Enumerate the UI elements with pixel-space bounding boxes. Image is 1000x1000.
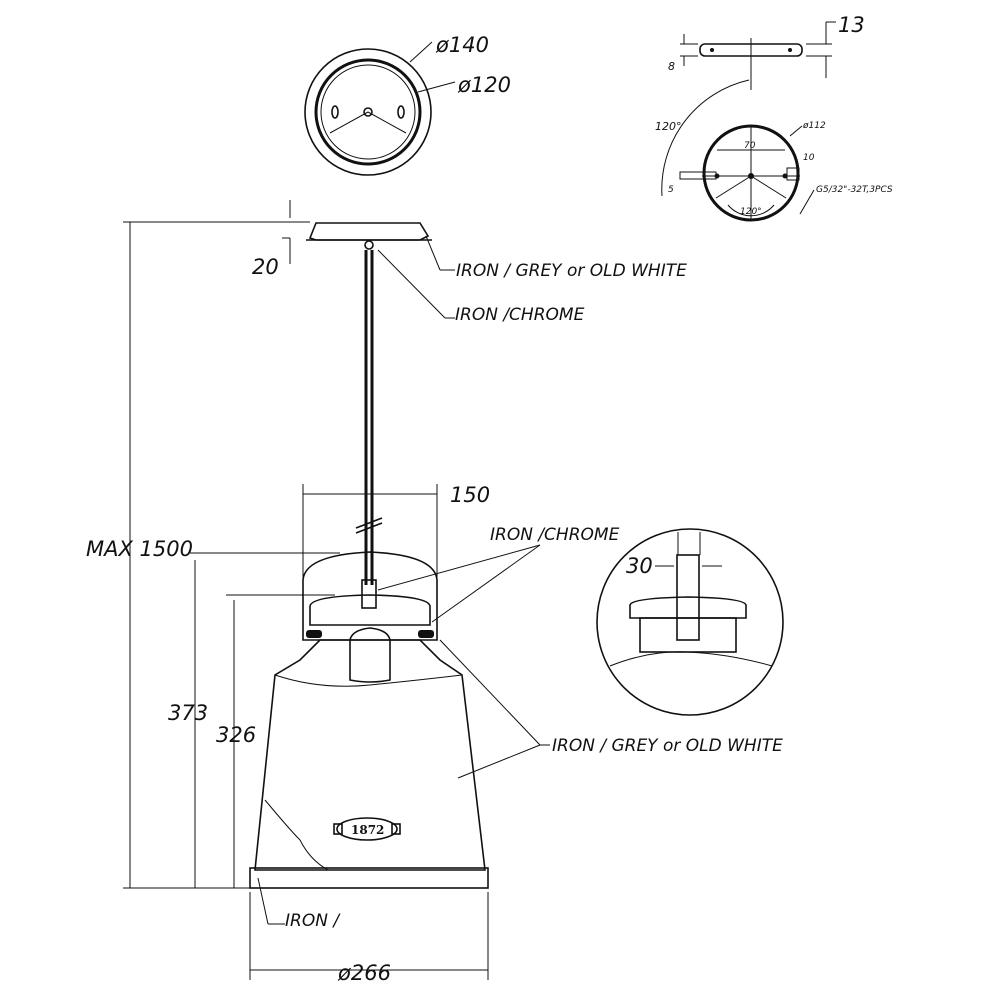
- mount-slot: [331, 105, 339, 119]
- thickness-13-label: 13: [838, 13, 865, 37]
- socket-width-label: 30: [626, 554, 653, 578]
- bracket-hole: [710, 48, 714, 52]
- break-mark: [355, 517, 383, 529]
- canopy-material-label: IRON / GREY or OLD WHITE: [456, 261, 687, 281]
- cap-clip: [306, 630, 322, 638]
- canopy-height-label: 20: [252, 255, 279, 279]
- badge-tab: [333, 823, 343, 835]
- angle-arc: [661, 79, 750, 197]
- screw-spec-label: G5/32"-32T,3PCS: [816, 185, 893, 195]
- leader-line: [377, 249, 446, 319]
- cap-lip: [309, 594, 431, 626]
- break-mark: [355, 522, 383, 534]
- bracket-hole: [788, 48, 792, 52]
- height-326-label: 326: [216, 723, 256, 747]
- collar-width-label: 150: [450, 483, 490, 507]
- height-373-label: 373: [168, 701, 208, 725]
- angle-arc-small: [727, 204, 775, 217]
- offset-5-label: 5: [668, 185, 674, 195]
- spoke: [750, 175, 787, 199]
- base-diameter-label: ø266: [337, 961, 391, 985]
- mount-detail: 13 8 120° 70 10 5 120° ø112 G5/32"-32T,3…: [655, 13, 893, 222]
- spoke: [715, 175, 752, 199]
- spoke: [329, 111, 369, 134]
- inner-diameter-label: ø120: [457, 73, 511, 97]
- detail-cap: [629, 596, 747, 619]
- angle-bottom-label: 120°: [740, 207, 762, 217]
- max-height-label: MAX 1500: [86, 537, 193, 561]
- leader-line: [457, 744, 541, 779]
- leader-line: [799, 189, 815, 215]
- badge-text: 1872: [351, 823, 384, 837]
- spacing-70-label: 70: [744, 141, 756, 151]
- center-hole: [748, 173, 754, 179]
- center-hole: [363, 107, 373, 117]
- detail-circle: [596, 528, 784, 716]
- leader-line: [439, 639, 541, 746]
- leader-line: [431, 544, 541, 623]
- cap-clip: [418, 630, 434, 638]
- leader-line: [257, 877, 269, 925]
- badge-tab: [391, 823, 401, 835]
- detail-view: 30: [596, 528, 784, 716]
- shade-edge: [274, 674, 463, 687]
- canopy: [308, 222, 430, 241]
- top-cap: [302, 551, 438, 641]
- mount-slot: [397, 105, 405, 119]
- base-material-label: IRON /: [285, 911, 341, 931]
- inner-ring-2: [320, 64, 416, 160]
- weathering-mark: [264, 799, 329, 871]
- elevation-view: 20 IRON / GREY or OLD WHITE IRON /CHROME…: [86, 200, 783, 985]
- slot-rect: [679, 171, 717, 180]
- leader-line: [377, 544, 541, 591]
- leader-line: [409, 41, 433, 63]
- screw-hole: [714, 173, 720, 179]
- spoke: [367, 111, 407, 134]
- cord-grip: [361, 579, 377, 609]
- outer-diameter-label: ø140: [435, 33, 489, 57]
- inner-ring: [314, 58, 422, 166]
- canopy-nipple: [364, 240, 374, 250]
- offset-10-label: 10: [803, 153, 815, 163]
- leader-line: [789, 125, 803, 137]
- angle-top-label: 120°: [655, 120, 682, 133]
- base-band: [249, 867, 489, 889]
- badge-plate: [336, 817, 398, 841]
- detail-shade: [609, 651, 773, 667]
- outer-ring: [304, 48, 432, 176]
- screw-hole: [782, 173, 788, 179]
- rod-material-label: IRON /CHROME: [455, 305, 585, 325]
- detail-collar: [639, 617, 737, 653]
- collar-material-label: IRON /CHROME: [490, 525, 620, 545]
- thickness-8-label: 8: [668, 60, 675, 73]
- leader-line: [417, 81, 456, 93]
- shade-body: [254, 639, 486, 871]
- diameter-112-label: ø112: [802, 121, 826, 131]
- slot-rect: [786, 167, 800, 181]
- top-view: ø140 ø120: [304, 33, 511, 176]
- leader-line: [425, 235, 441, 271]
- bulb-socket: [349, 627, 391, 683]
- shade-material-label: IRON / GREY or OLD WHITE: [552, 736, 783, 756]
